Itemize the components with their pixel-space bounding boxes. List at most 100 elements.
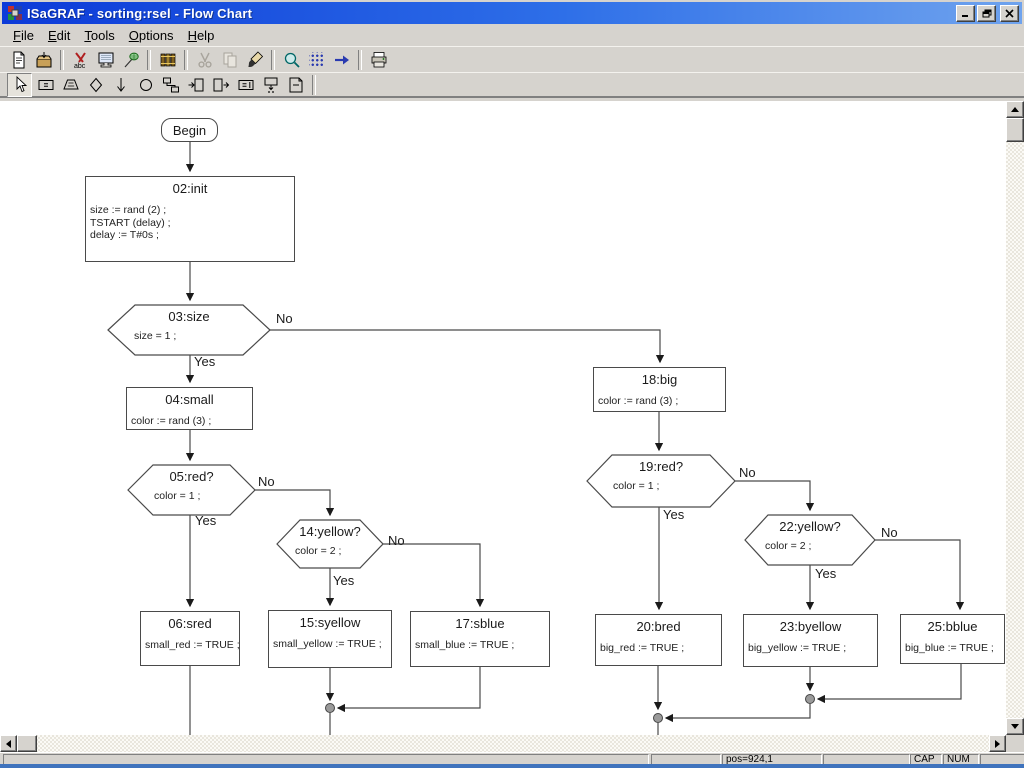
menu-options[interactable]: Options — [122, 26, 181, 45]
node-condition: color = 1 ; — [128, 490, 255, 502]
merge-dot[interactable] — [806, 695, 815, 704]
node-condition: color = 2 ; — [277, 545, 383, 557]
connector — [338, 667, 480, 708]
scrollbar-corner — [1006, 735, 1024, 752]
library-button[interactable] — [156, 49, 179, 71]
node-title: 15:syellow — [269, 615, 391, 630]
vertical-scroll-thumb[interactable] — [1006, 118, 1024, 142]
zoom-button[interactable] — [280, 49, 303, 71]
node-18-big[interactable]: 18:big color := rand (3) ; — [593, 367, 726, 412]
node-23-byellow[interactable]: 23:byellow big_yellow := TRUE ; — [743, 614, 878, 667]
menu-help[interactable]: Help — [181, 26, 222, 45]
code-line: color := rand (3) ; — [131, 415, 252, 428]
document-button[interactable] — [7, 49, 30, 71]
subprogram-tool-button[interactable] — [259, 74, 282, 96]
no-label: No — [276, 311, 293, 326]
node-title: 02:init — [86, 181, 294, 196]
save-archive-icon — [34, 50, 54, 70]
node-title: 18:big — [594, 372, 725, 387]
node-06-sred[interactable]: 06:sred small_red := TRUE ; — [140, 611, 240, 666]
menu-file[interactable]: File — [6, 26, 41, 45]
code-line: small_blue := TRUE ; — [415, 639, 549, 652]
node-22-yellow-label: 22:yellow? color = 2 ; — [745, 515, 875, 565]
code-line: color := rand (3) ; — [598, 395, 725, 408]
node-04-small[interactable]: 04:small color := rand (3) ; — [126, 387, 253, 430]
scroll-up-button[interactable] — [1006, 101, 1024, 118]
connector-no-05 — [255, 490, 330, 515]
begin-node[interactable]: Begin — [161, 118, 218, 142]
restore-button[interactable] — [977, 5, 996, 22]
node-20-bred[interactable]: 20:bred big_red := TRUE ; — [595, 614, 722, 666]
scroll-left-button[interactable] — [0, 735, 17, 752]
simulate-button[interactable] — [94, 49, 117, 71]
comment-tool-button[interactable] — [284, 74, 307, 96]
close-button[interactable] — [1000, 5, 1019, 22]
merge-dot[interactable] — [654, 714, 663, 723]
save-button[interactable] — [32, 49, 55, 71]
io-box-tool-button[interactable] — [234, 74, 257, 96]
horizontal-scrollbar[interactable] — [0, 735, 1006, 752]
merge-dot[interactable] — [326, 704, 335, 713]
menubar: File Edit Tools Options Help — [0, 24, 1024, 46]
restore-icon — [982, 9, 992, 18]
simulate-monitor-icon — [96, 50, 116, 70]
node-code: small_yellow := TRUE ; — [269, 638, 391, 651]
node-25-bblue[interactable]: 25:bblue big_blue := TRUE ; — [900, 614, 1005, 664]
flowchart-canvas[interactable]: Begin 02:init size := rand (2) ; TSTART … — [0, 101, 1006, 735]
node-title: 14:yellow? — [277, 524, 383, 539]
node-condition: color = 2 ; — [745, 540, 875, 552]
test-tool-button[interactable] — [59, 74, 82, 96]
comment-icon — [286, 75, 306, 95]
cut-icon — [195, 50, 215, 70]
io-box-icon — [236, 75, 256, 95]
library-books-icon — [158, 50, 178, 70]
test-trapezoid-icon — [61, 75, 81, 95]
yes-label: Yes — [195, 513, 216, 528]
horizontal-scroll-thumb[interactable] — [17, 735, 37, 752]
cut-button — [193, 49, 216, 71]
node-code: big_red := TRUE ; — [596, 642, 721, 655]
jump-tool-button[interactable] — [184, 74, 207, 96]
select-tool-button[interactable] — [7, 73, 32, 97]
wait-tool-button[interactable] — [84, 74, 107, 96]
node-02-init[interactable]: 02:init size := rand (2) ; TSTART (delay… — [85, 176, 295, 262]
titlebar[interactable]: ISaGRAF - sorting:rsel - Flow Chart — [2, 2, 1022, 24]
grid-button[interactable] — [305, 49, 328, 71]
print-icon — [369, 50, 389, 70]
menu-tools[interactable]: Tools — [77, 26, 121, 45]
node-title: 25:bblue — [901, 619, 1004, 634]
vertical-scrollbar[interactable] — [1006, 101, 1024, 735]
no-label: No — [388, 533, 405, 548]
verify-button[interactable]: abc — [69, 49, 92, 71]
node-title: 17:sblue — [411, 616, 549, 631]
menu-edit[interactable]: Edit — [41, 26, 77, 45]
return-tool-button[interactable] — [209, 74, 232, 96]
print-button[interactable] — [367, 49, 390, 71]
code-line: small_red := TRUE ; — [145, 639, 239, 652]
scroll-right-button[interactable] — [989, 735, 1006, 752]
node-condition: color = 1 ; — [587, 480, 735, 492]
select-cursor-icon — [10, 75, 30, 95]
connector-no-22 — [875, 540, 960, 609]
connector-no-19 — [735, 481, 810, 510]
svg-text:abc: abc — [74, 63, 86, 70]
close-icon — [1005, 9, 1014, 18]
code-line: TSTART (delay) ; — [90, 217, 294, 230]
window-title: ISaGRAF - sorting:rsel - Flow Chart — [27, 6, 954, 21]
paste-button[interactable] — [243, 49, 266, 71]
branch-tool-button[interactable] — [159, 74, 182, 96]
connector — [818, 664, 961, 699]
scroll-down-button[interactable] — [1006, 718, 1024, 735]
flow-arrow-tool-button[interactable] — [109, 74, 132, 96]
minimize-button[interactable] — [956, 5, 975, 22]
node-title: 20:bred — [596, 619, 721, 634]
action-box-tool-button[interactable] — [34, 74, 57, 96]
next-button[interactable] — [330, 49, 353, 71]
node-15-syellow[interactable]: 15:syellow small_yellow := TRUE ; — [268, 610, 392, 668]
debug-button[interactable] — [119, 49, 142, 71]
node-title: 04:small — [127, 392, 252, 407]
node-title: 19:red? — [587, 459, 735, 474]
node-17-sblue[interactable]: 17:sblue small_blue := TRUE ; — [410, 611, 550, 667]
connector-tool-button[interactable] — [134, 74, 157, 96]
